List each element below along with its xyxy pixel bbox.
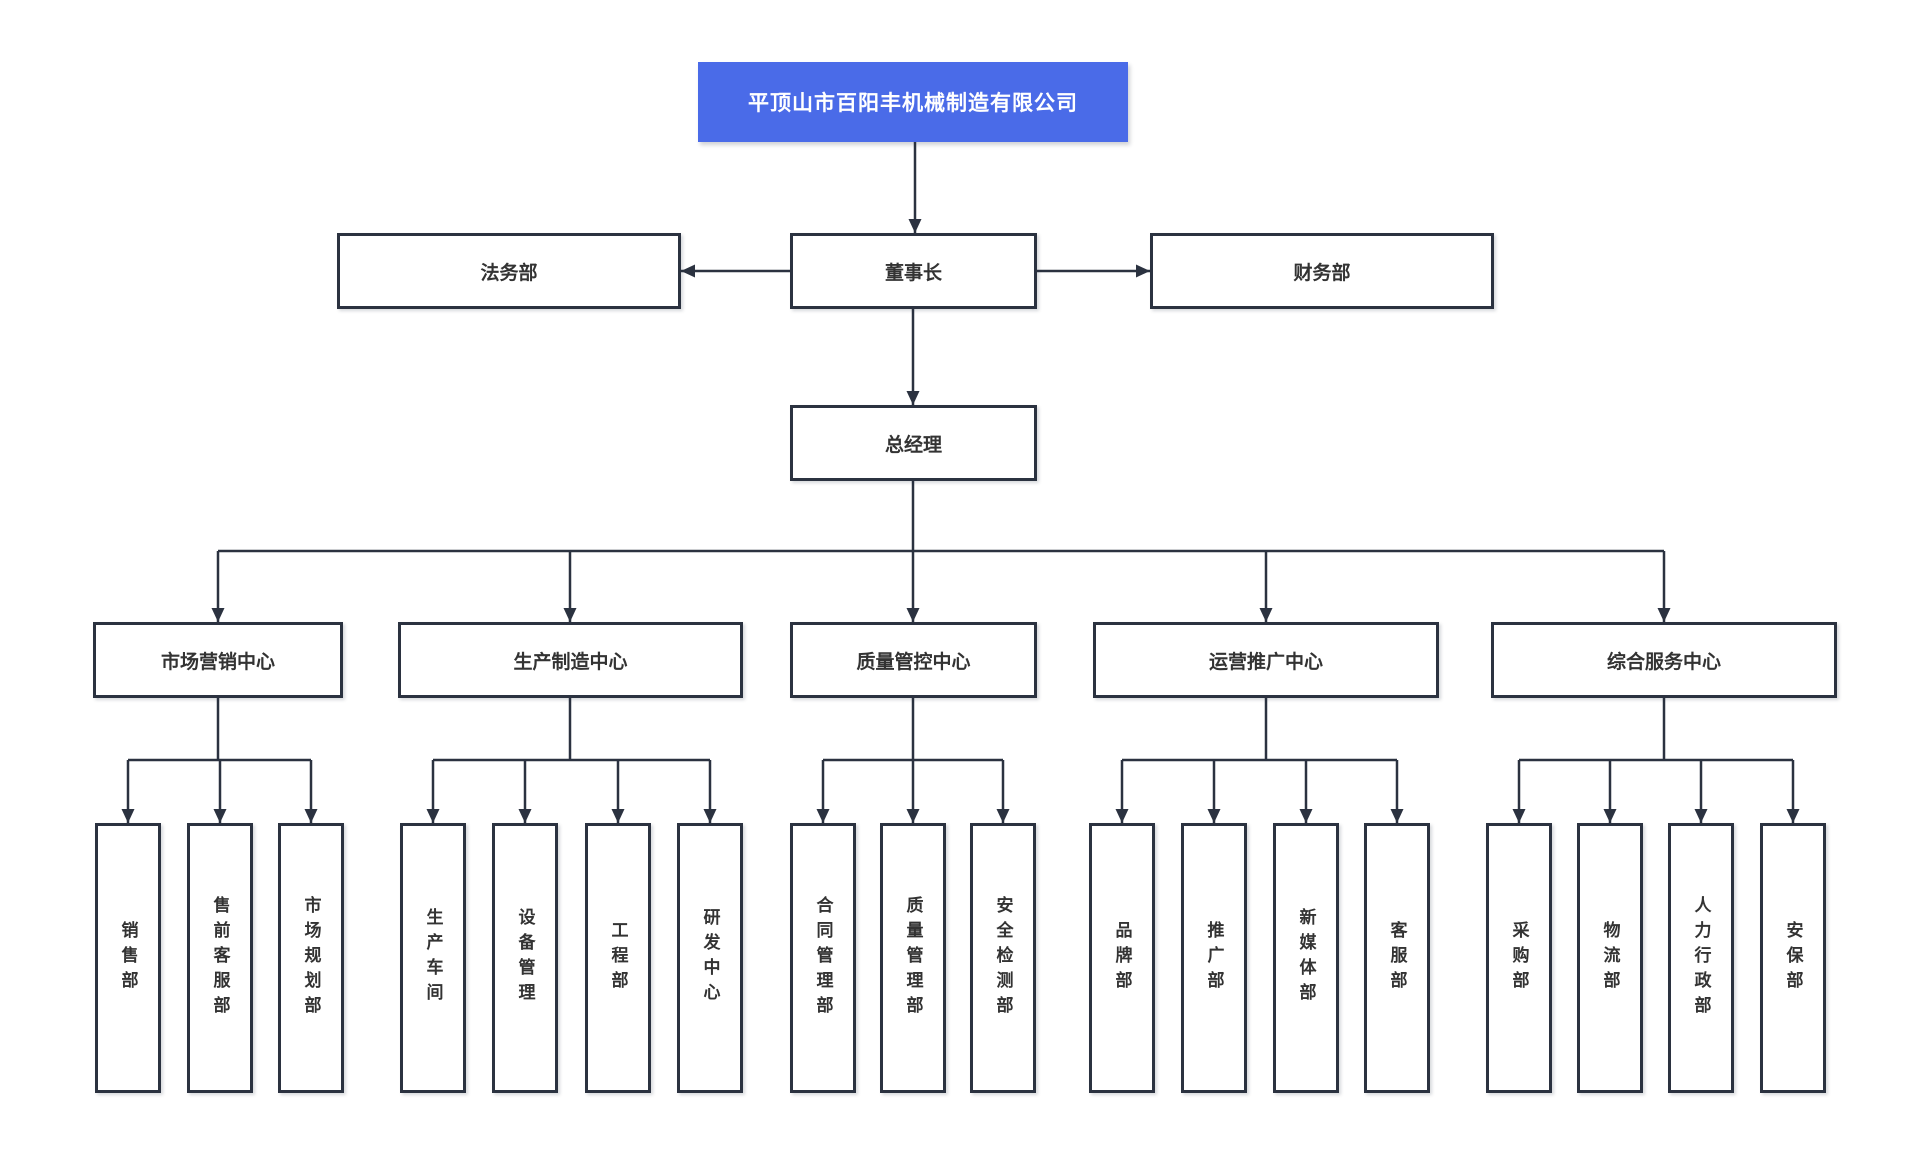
node-dept-equipment-management: 设备管理 bbox=[492, 823, 558, 1093]
node-center-general-services: 综合服务中心 bbox=[1491, 622, 1837, 698]
node-dept-security: 安保部 bbox=[1760, 823, 1826, 1093]
node-legal-dept: 法务部 bbox=[337, 233, 681, 309]
dept-label: 市场规划部 bbox=[301, 895, 321, 1021]
dept-label: 工程部 bbox=[608, 920, 628, 996]
dept-label: 售前客服部 bbox=[210, 895, 230, 1021]
dept-label: 新媒体部 bbox=[1296, 908, 1316, 1008]
node-dept-market-planning: 市场规划部 bbox=[278, 823, 344, 1093]
node-dept-quality-management: 质量管理部 bbox=[880, 823, 946, 1093]
dept-label: 采购部 bbox=[1509, 920, 1529, 996]
dept-label: 品牌部 bbox=[1112, 920, 1132, 996]
node-dept-hr-admin: 人力行政部 bbox=[1668, 823, 1734, 1093]
node-dept-safety-inspection: 安全检测部 bbox=[970, 823, 1036, 1093]
node-company-root: 平顶山市百阳丰机械制造有限公司 bbox=[698, 62, 1128, 142]
dept-label: 人力行政部 bbox=[1691, 895, 1711, 1021]
node-dept-contract-management: 合同管理部 bbox=[790, 823, 856, 1093]
dept-label: 生产车间 bbox=[423, 908, 443, 1008]
dept-label: 研发中心 bbox=[700, 908, 720, 1008]
node-finance-dept: 财务部 bbox=[1150, 233, 1494, 309]
node-dept-logistics: 物流部 bbox=[1577, 823, 1643, 1093]
dept-label: 设备管理 bbox=[515, 908, 535, 1008]
node-dept-rnd-center: 研发中心 bbox=[677, 823, 743, 1093]
node-chairman: 董事长 bbox=[790, 233, 1037, 309]
node-dept-production-workshop: 生产车间 bbox=[400, 823, 466, 1093]
dept-label: 质量管理部 bbox=[903, 895, 923, 1021]
node-dept-engineering: 工程部 bbox=[585, 823, 651, 1093]
node-dept-presales-service: 售前客服部 bbox=[187, 823, 253, 1093]
node-dept-new-media: 新媒体部 bbox=[1273, 823, 1339, 1093]
node-center-marketing: 市场营销中心 bbox=[93, 622, 343, 698]
node-general-manager: 总经理 bbox=[790, 405, 1037, 481]
node-dept-customer-service: 客服部 bbox=[1364, 823, 1430, 1093]
node-center-operations: 运营推广中心 bbox=[1093, 622, 1439, 698]
dept-label: 物流部 bbox=[1600, 920, 1620, 996]
dept-label: 安全检测部 bbox=[993, 895, 1013, 1021]
dept-label: 安保部 bbox=[1783, 920, 1803, 996]
dept-label: 合同管理部 bbox=[813, 895, 833, 1021]
node-center-quality: 质量管控中心 bbox=[790, 622, 1037, 698]
dept-label: 客服部 bbox=[1387, 920, 1407, 996]
dept-label: 销售部 bbox=[118, 920, 138, 996]
node-dept-brand: 品牌部 bbox=[1089, 823, 1155, 1093]
node-dept-sales: 销售部 bbox=[95, 823, 161, 1093]
node-dept-promotion: 推广部 bbox=[1181, 823, 1247, 1093]
dept-label: 推广部 bbox=[1204, 920, 1224, 996]
node-dept-procurement: 采购部 bbox=[1486, 823, 1552, 1093]
node-center-production: 生产制造中心 bbox=[398, 622, 743, 698]
